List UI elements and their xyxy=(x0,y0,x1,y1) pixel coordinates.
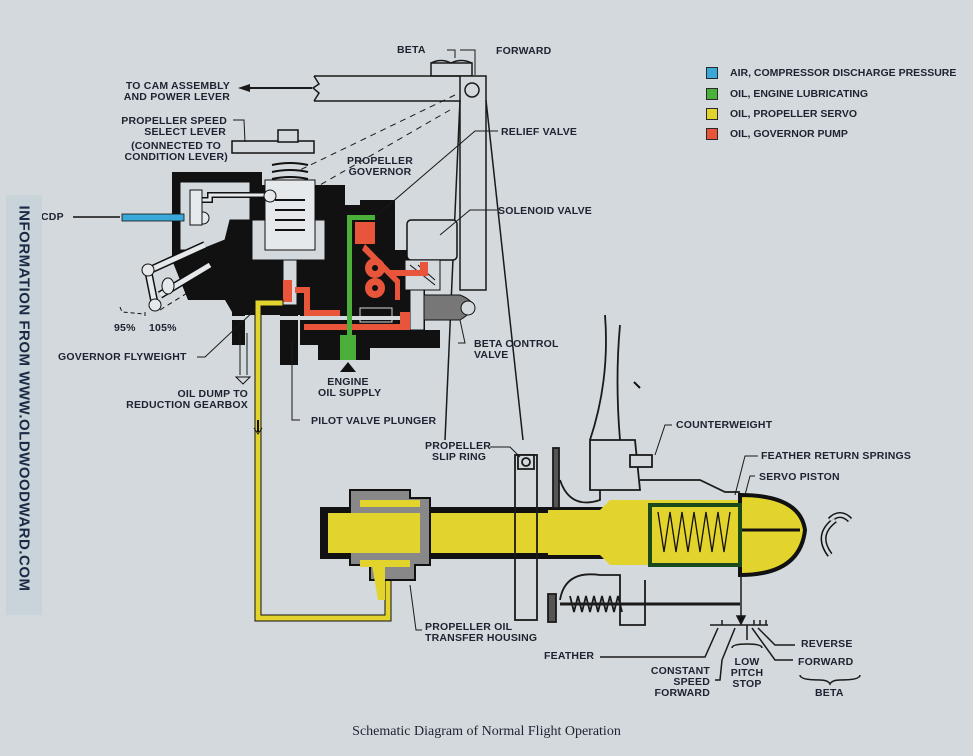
label-prop-speed-1: PROPELLER SPEED xyxy=(121,115,227,127)
label-beta-control-2: VALVE xyxy=(474,349,509,361)
beta-linkage xyxy=(299,59,524,441)
label-low-pitch-1: LOW xyxy=(734,656,760,668)
label-counterweight: COUNTERWEIGHT xyxy=(676,419,773,431)
legend-label: OIL, ENGINE LUBRICATING xyxy=(730,88,869,100)
label-105-percent: 105% xyxy=(149,322,177,334)
label-transfer-2: TRANSFER HOUSING xyxy=(425,632,538,644)
legend-label: OIL, GOVERNOR PUMP xyxy=(730,128,848,140)
label-transfer-1: PROPELLER OIL xyxy=(425,621,513,633)
label-oil-dump-2: REDUCTION GEARBOX xyxy=(126,399,248,411)
prop-hub xyxy=(514,314,740,626)
legend-swatch xyxy=(706,88,718,100)
label-prop-gov-2: GOVERNOR xyxy=(348,166,412,178)
label-engine-oil-1: ENGINE xyxy=(327,376,369,388)
label-prop-speed-2: SELECT LEVER xyxy=(144,126,226,138)
label-feather-springs: FEATHER RETURN SPRINGS xyxy=(761,450,912,462)
oil-dump-arrow xyxy=(234,376,252,385)
label-beta-top: BETA xyxy=(397,44,426,56)
label-slip-ring-2: SLIP RING xyxy=(432,451,487,463)
label-governor-flyweight: GOVERNOR FLYWEIGHT xyxy=(58,351,187,363)
label-const-speed-2: SPEED xyxy=(673,676,710,688)
label-oil-dump-1: OIL DUMP TO xyxy=(177,388,248,400)
legend-swatch xyxy=(706,67,718,79)
label-prop-speed-3: (CONNECTED TO xyxy=(131,140,221,152)
figure-caption: Schematic Diagram of Normal Flight Opera… xyxy=(352,724,621,739)
label-servo-piston: SERVO PISTON xyxy=(759,471,840,483)
blade-arrow xyxy=(633,381,641,389)
label-solenoid-valve: SOLENOID VALVE xyxy=(498,205,593,217)
watermark-strip: INFORMATION FROM WWW.OLDWOODWARD.COM xyxy=(6,195,42,615)
label-reverse: REVERSE xyxy=(801,638,853,650)
label-engine-oil-2: OIL SUPPLY xyxy=(318,387,382,399)
label-pilot-valve: PILOT VALVE PLUNGER xyxy=(311,415,437,427)
legend-item-prop-servo: OIL, PROPELLER SERVO xyxy=(706,107,857,121)
label-const-speed-3: FORWARD xyxy=(654,687,710,699)
leader-lines xyxy=(197,49,758,631)
propeller-servo-oil xyxy=(253,299,808,622)
label-relief-valve: RELIEF VALVE xyxy=(501,126,578,138)
label-feather: FEATHER xyxy=(544,650,595,662)
servo-springs xyxy=(657,511,800,553)
legend-item-cdp-air: AIR, COMPRESSOR DISCHARGE PRESSURE xyxy=(706,66,956,80)
watermark-text: INFORMATION FROM WWW.OLDWOODWARD.COM xyxy=(15,205,33,592)
legend-item-gov-pump: OIL, GOVERNOR PUMP xyxy=(706,127,848,141)
label-beta-bottom: BETA xyxy=(815,687,844,699)
label-low-pitch-3: STOP xyxy=(732,678,762,690)
label-const-speed-1: CONSTANT xyxy=(650,665,710,677)
governor-pump-oil xyxy=(283,222,428,330)
pilot-valve-spring xyxy=(364,307,390,323)
label-forward-bottom: FORWARD xyxy=(798,656,854,668)
legend-item-engine-lube: OIL, ENGINE LUBRICATING xyxy=(706,87,868,101)
label-forward-top: FORWARD xyxy=(496,45,552,57)
label-prop-speed-4: CONDITION LEVER) xyxy=(124,151,228,163)
legend-label: AIR, COMPRESSOR DISCHARGE PRESSURE xyxy=(730,67,957,79)
label-cdp: CDP xyxy=(41,211,64,223)
legend-label: OIL, PROPELLER SERVO xyxy=(730,108,857,120)
engine-oil-arrow xyxy=(340,362,356,372)
label-to-cam-2: AND POWER LEVER xyxy=(123,91,230,103)
beta-scale xyxy=(600,575,861,686)
label-low-pitch-2: PITCH xyxy=(730,667,764,679)
label-95-percent: 95% xyxy=(114,322,136,334)
label-prop-gov-1: PROPELLER xyxy=(347,155,413,167)
engine-lube-oil xyxy=(340,215,375,360)
label-beta-control-1: BETA CONTROL xyxy=(474,338,559,350)
cdp-air xyxy=(121,213,185,222)
label-to-cam-1: TO CAM ASSEMBLY xyxy=(125,80,230,92)
legend-swatch xyxy=(706,128,718,140)
label-slip-ring-1: PROPELLER xyxy=(425,440,491,452)
legend-swatch xyxy=(706,108,718,120)
